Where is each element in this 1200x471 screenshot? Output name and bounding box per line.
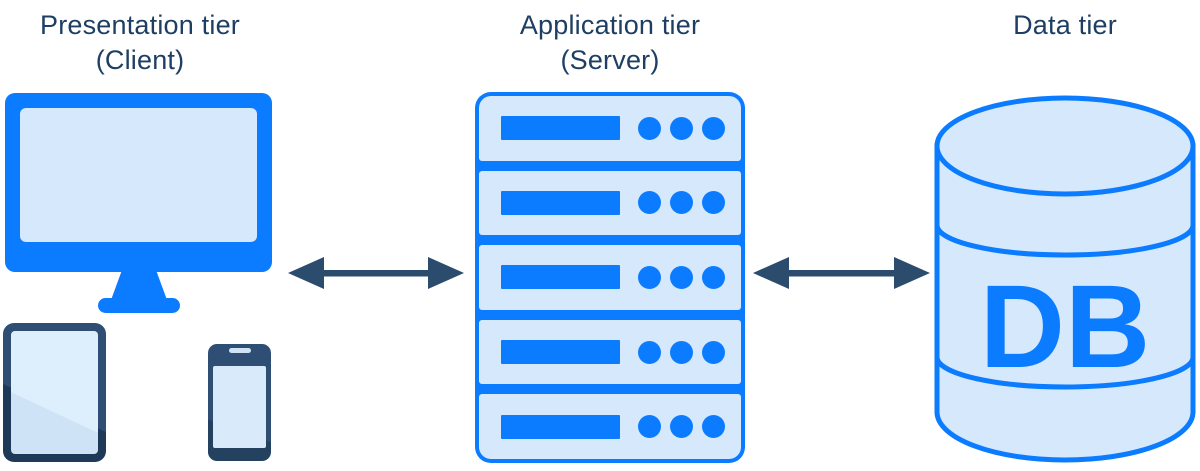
server-drive-bar <box>501 190 620 215</box>
server-drive-bar <box>501 116 620 141</box>
led-dot-icon <box>702 265 725 289</box>
arrow-shaft <box>783 270 900 277</box>
arrow-head-right <box>894 257 930 289</box>
arrow-head-left <box>288 257 324 289</box>
data-tier-title: Data tier <box>933 8 1197 43</box>
led-dot-icon <box>670 340 693 364</box>
server-led-group <box>638 340 725 364</box>
arrow-head-right <box>428 257 464 289</box>
server-led-group <box>638 415 725 439</box>
led-dot-icon <box>670 116 693 140</box>
database-label: DB <box>980 261 1150 393</box>
monitor-stand-base <box>98 298 180 313</box>
tablet-icon <box>3 323 106 462</box>
led-dot-icon <box>638 340 661 364</box>
led-dot-icon <box>702 340 725 364</box>
server-unit <box>479 319 741 385</box>
led-dot-icon <box>638 265 661 289</box>
smartphone-icon <box>208 344 271 461</box>
server-led-group <box>638 265 725 289</box>
server-drive-bar <box>501 414 620 439</box>
presentation-tier-title-line1: Presentation tier <box>39 10 240 40</box>
server-rack-icon <box>475 92 745 463</box>
presentation-tier-title-line2: (Client) <box>95 45 185 75</box>
server-drive-bar <box>501 340 620 365</box>
data-tier-title-line1: Data tier <box>1013 10 1117 40</box>
server-unit <box>479 96 741 161</box>
server-led-group <box>638 191 725 215</box>
database-band-lower <box>934 356 1196 390</box>
led-dot-icon <box>670 265 693 289</box>
led-dot-icon <box>670 415 693 439</box>
double-headed-arrow-icon <box>288 257 464 289</box>
monitor-stand-neck <box>111 271 167 300</box>
led-dot-icon <box>702 116 725 140</box>
database-band-upper <box>934 224 1196 258</box>
monitor-icon <box>5 93 272 272</box>
application-tier-title: Application tier (Server) <box>470 8 750 78</box>
monitor-screen <box>20 108 257 242</box>
arrow-shaft <box>318 270 434 277</box>
application-tier-title-line1: Application tier <box>519 10 701 40</box>
database-top <box>934 95 1196 197</box>
led-dot-icon <box>638 191 661 215</box>
presentation-tier-title: Presentation tier (Client) <box>0 8 280 78</box>
double-headed-arrow-icon <box>753 257 930 289</box>
smartphone-screen <box>213 366 266 448</box>
led-dot-icon <box>702 191 725 215</box>
led-dot-icon <box>638 116 661 140</box>
server-unit <box>479 170 741 236</box>
server-led-group <box>638 116 725 140</box>
server-drive-bar <box>501 265 620 290</box>
led-dot-icon <box>638 415 661 439</box>
arrow-head-left <box>753 257 789 289</box>
application-tier-title-line2: (Server) <box>560 45 660 75</box>
led-dot-icon <box>670 191 693 215</box>
smartphone-speaker <box>228 348 251 353</box>
server-unit <box>479 245 741 310</box>
led-dot-icon <box>702 415 725 439</box>
server-unit <box>479 394 741 459</box>
database-icon: DB <box>934 95 1196 463</box>
tablet-screen <box>11 331 98 454</box>
